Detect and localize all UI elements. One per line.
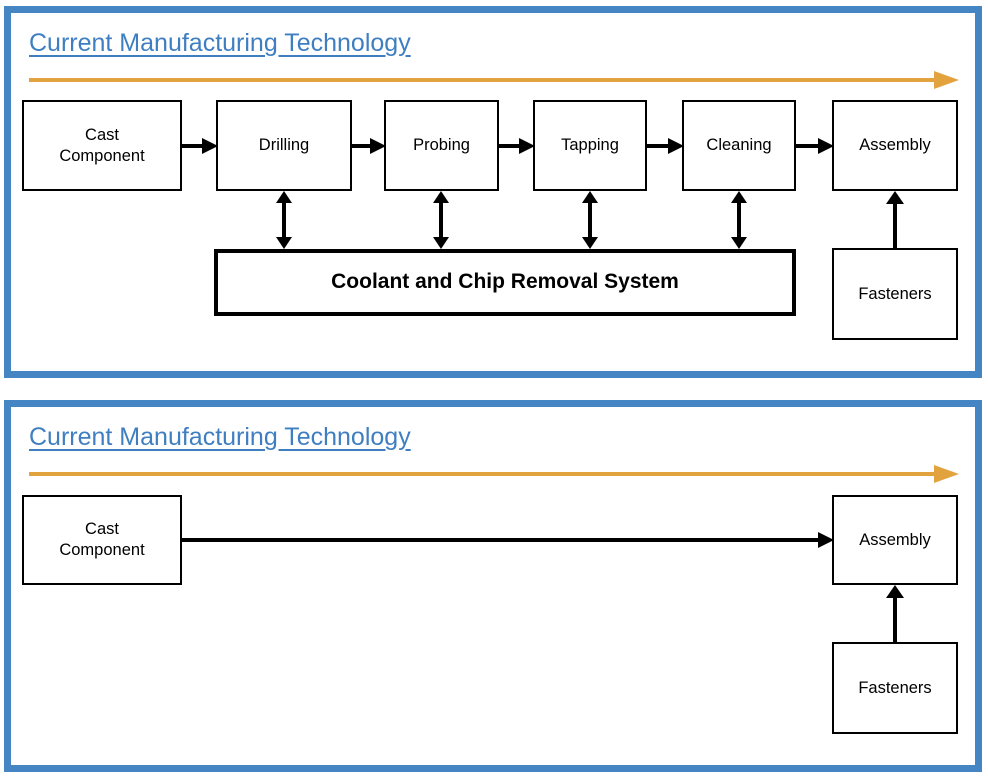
box-fasteners-2-label: Fasteners [858, 678, 932, 697]
box-cast-component-2-label: Cast Component [59, 519, 144, 560]
box-assembly-2-label: Assembly [859, 530, 931, 549]
box-probing[interactable]: Probing [384, 100, 499, 191]
connector-cleaning-to-coolant-system [730, 191, 748, 249]
box-cast-component-2[interactable]: Cast Component [22, 495, 182, 585]
box-coolant-system-label: Coolant and Chip Removal System [331, 270, 679, 294]
box-assembly[interactable]: Assembly [832, 100, 958, 191]
box-fasteners[interactable]: Fasteners [832, 248, 958, 340]
box-tapping-label: Tapping [561, 136, 619, 155]
connector-cleaning-to-assembly [796, 137, 834, 155]
connector-probing-to-coolant-system [432, 191, 450, 249]
box-cast-component-2-line2: Component [59, 541, 145, 559]
box-cast-component-2-line1: Cast [85, 520, 119, 539]
box-cleaning-label: Cleaning [706, 136, 772, 155]
connector-cast-component-2-to-assembly-2 [182, 531, 834, 549]
panel-current-manufacturing-technology-simplified: Current Manufacturing Technology Cast Co… [4, 400, 982, 772]
connector-drilling-to-probing [352, 137, 386, 155]
box-cast-component[interactable]: Cast Component [22, 100, 182, 191]
box-cast-component-line2: Component [59, 146, 145, 165]
box-cast-component-line1: Cast [85, 125, 119, 144]
box-assembly-label: Assembly [859, 136, 931, 155]
box-assembly-2[interactable]: Assembly [832, 495, 958, 585]
connector-fasteners-2-to-assembly-2 [886, 585, 904, 643]
box-fasteners-2[interactable]: Fasteners [832, 642, 958, 734]
box-tapping[interactable]: Tapping [533, 100, 647, 191]
panel-current-manufacturing-technology-detailed: Current Manufacturing Technology Cast Co… [4, 6, 982, 378]
box-cleaning[interactable]: Cleaning [682, 100, 796, 191]
box-fasteners-label: Fasteners [858, 284, 932, 303]
box-probing-label: Probing [413, 136, 470, 155]
page-title-2: Current Manufacturing Technology [29, 423, 411, 451]
connector-cast-component-to-drilling [182, 137, 218, 155]
connector-tapping-to-cleaning [647, 137, 684, 155]
box-drilling-label: Drilling [258, 136, 310, 155]
page-title: Current Manufacturing Technology [29, 29, 411, 57]
box-cast-component-label: Cast Component [59, 125, 144, 166]
process-direction-arrow-icon-2 [29, 465, 959, 483]
connector-tapping-to-coolant-system [581, 191, 599, 249]
box-coolant-and-chip-removal-system[interactable]: Coolant and Chip Removal System [214, 249, 796, 316]
box-drilling[interactable]: Drilling [216, 100, 352, 191]
connector-probing-to-tapping [499, 137, 535, 155]
connector-fasteners-to-assembly [886, 191, 904, 249]
process-direction-arrow-icon [29, 71, 959, 89]
connector-drilling-to-coolant-system [275, 191, 293, 249]
